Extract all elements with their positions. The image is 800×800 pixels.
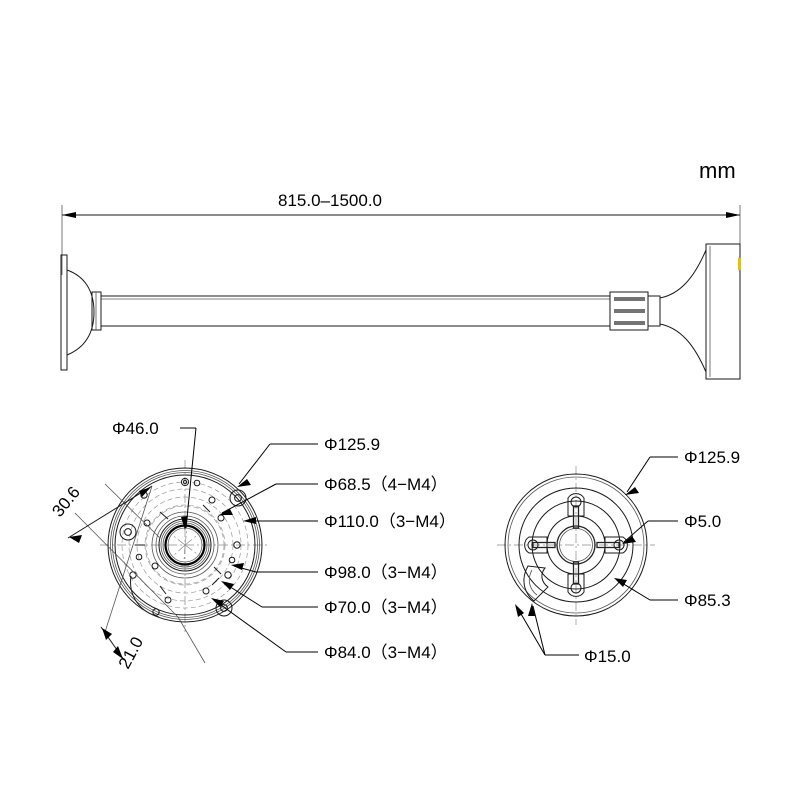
m4-hole [193, 479, 201, 487]
leader-bolt-68-5 [219, 483, 318, 515]
right-circular-view [497, 466, 655, 625]
label-slot-85-3: Φ85.3 [684, 591, 731, 610]
screw-boss-group [119, 489, 247, 617]
screw-boss [215, 599, 233, 617]
label-bolt-110: Φ110.0（3−M4） [324, 512, 456, 531]
extension-tube [101, 295, 610, 327]
label-depth-30-6: 30.6 [48, 483, 84, 521]
keyhole-slot [524, 536, 556, 554]
left-outer-circle-1 [107, 467, 263, 623]
bolt-circle-70-guide [144, 504, 226, 586]
wall-plate-body [60, 254, 68, 371]
keyhole-slot [567, 561, 585, 597]
label-bolt-70: Φ70.0（3−M4） [324, 598, 448, 617]
boss-ring-1 [151, 511, 219, 579]
leader-outer-125-9 [237, 443, 318, 487]
label-hole-5: Φ5.0 [684, 512, 721, 531]
leader-right-outer-125-9 [625, 456, 678, 495]
label-outer-125-9: Φ125.9 [324, 435, 380, 454]
leader-bolt-110 [243, 517, 318, 524]
left-outer-circle-2 [110, 470, 260, 620]
arrow-left [62, 212, 76, 218]
leader-slot-85-3 [614, 578, 678, 601]
bolt-circle-98-guide [128, 488, 242, 602]
center-bore-spokes [170, 528, 201, 562]
cable-entry-notch [523, 565, 549, 602]
arrow-right [726, 212, 740, 218]
dimension-21-0: 21.0 [100, 485, 206, 672]
m4-hole [180, 477, 190, 487]
tube-base-collar [91, 291, 102, 331]
label-bolt-84: Φ84.0（3−M4） [324, 643, 448, 662]
bolt-circle-110-guide [121, 481, 249, 609]
label-center-bore-15: Φ15.0 [584, 647, 631, 666]
right-outer-circle-2 [507, 476, 645, 614]
dimension-30-6: 30.6 [48, 483, 179, 618]
bell-flange [659, 243, 741, 380]
right-view-annotations: Φ125.9 Φ5.0 Φ85.3 [515, 448, 740, 666]
label-right-outer-125-9: Φ125.9 [684, 448, 740, 467]
m4-hole [217, 514, 225, 522]
center-bore-15 [556, 525, 596, 565]
overall-length-text: 815.0–1500.0 [278, 191, 382, 210]
keyhole-slot [596, 536, 628, 554]
label-bore-46: Φ46.0 [112, 419, 159, 438]
leader-center-bore-15 [515, 603, 579, 656]
wall-plate [60, 254, 68, 371]
adjustment-collar [609, 291, 649, 331]
overall-length-dimension: 815.0–1500.0 [61, 191, 741, 320]
units-label: mm [699, 158, 736, 183]
bell-lower-curve [659, 323, 707, 378]
leader-bolt-98 [231, 563, 318, 573]
m4-hole [224, 571, 232, 579]
keyhole-slot [567, 493, 585, 529]
left-outer-circle-3 [112, 472, 258, 618]
flange-accent-mark [738, 258, 741, 270]
right-outer-circle-1 [504, 473, 648, 617]
screw-boss [229, 489, 247, 507]
label-bolt-68-5: Φ68.5（4−M4） [324, 475, 448, 494]
left-view-annotations: Φ46.0 Φ125.9 Φ68.5（4−M4） Φ110.0（3−M4） [48, 419, 456, 672]
leader-bolt-84 [211, 598, 318, 653]
flange-neck [647, 295, 661, 327]
screw-boss [119, 523, 137, 541]
m4-hole [152, 608, 160, 616]
flange-plate [705, 243, 741, 380]
keyhole-slot-group [524, 493, 628, 597]
wall-bracket-dome [66, 269, 95, 356]
side-view-assembly [60, 243, 741, 380]
m4-hole [164, 596, 172, 604]
label-depth-21-0: 21.0 [115, 634, 147, 672]
m4-hole [208, 496, 216, 504]
m4-hole [202, 587, 210, 595]
peg-mark-group [135, 504, 222, 595]
m4-hole [228, 556, 236, 564]
bolt-circle-68-5-guide [145, 505, 225, 585]
m4-hole-inner [182, 479, 188, 485]
cable-channel-arc [130, 575, 160, 618]
leader-bore-46 [180, 427, 197, 530]
slot-ring-outer [531, 500, 621, 590]
leader-hole-5 [622, 520, 678, 544]
left-outer-circle-4 [114, 474, 256, 616]
m4-hole [143, 519, 151, 527]
m4-hole [233, 541, 241, 549]
m4-hole [151, 562, 159, 570]
m4-hole [135, 553, 143, 561]
boss-ring-2 [155, 515, 215, 575]
bolt-circle-84-guide [136, 496, 234, 594]
neck-body [647, 295, 661, 327]
right-outer-circle-3 [518, 487, 634, 603]
label-bolt-98: Φ98.0（3−M4） [324, 563, 448, 582]
bell-upper-curve [659, 245, 707, 299]
leader-bolt-70 [221, 581, 318, 608]
